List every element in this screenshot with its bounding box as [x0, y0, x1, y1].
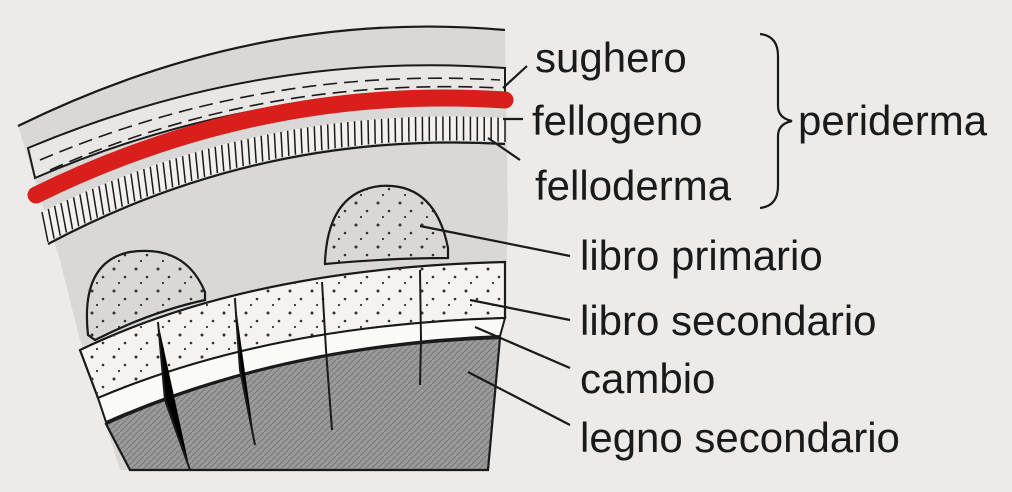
label-felloderma: felloderma [535, 162, 732, 209]
periderma-brace [760, 34, 792, 208]
label-libro-primario: libro primario [580, 232, 823, 279]
label-cambio: cambio [580, 355, 715, 402]
label-fellogeno: fellogeno [532, 97, 702, 144]
label-periderma: periderma [798, 97, 988, 144]
label-sughero: sughero [535, 34, 687, 81]
label-libro-secondario: libro secondario [580, 297, 877, 344]
label-legno-secondario: legno secondario [580, 414, 900, 461]
